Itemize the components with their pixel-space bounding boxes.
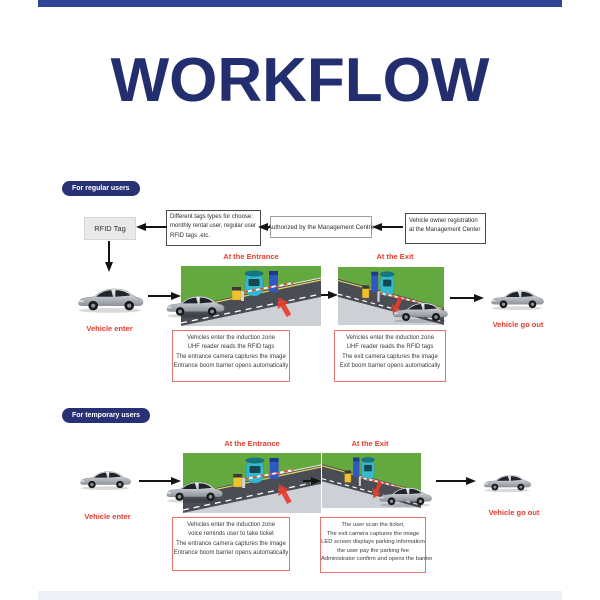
step-line: The user scan the ticket, [341,522,405,528]
section-label-regular: For regular users [62,181,140,196]
arrow-left-icon [258,223,270,231]
entrance-steps-box: Vehicles enter the induction zone UHF re… [172,330,290,382]
step-line: Entrance boom barrier opens automaticall… [173,549,289,556]
step-line: UHF reader reads the RFID tags [346,344,434,351]
registration-line: Vehicle owner registration [409,218,478,224]
step-line: Vehicles enter the induction zone [186,335,276,341]
step-line: Entrance boom barrier opens automaticall… [173,362,289,369]
step-line: Vehicles enter the induction zone [186,522,276,528]
step-line: The entrance camera captures the image [176,540,286,547]
tag-types-line: RFID tags .etc. [170,232,211,239]
vehicle-car-image [390,298,450,324]
step-line: The exit camera captures the image [326,530,420,537]
vehicle-car-image [376,483,434,508]
page-title: WORKFLOW [110,46,490,115]
top-accent-bar [38,0,562,7]
registration-box: Vehicle owner registration at the Manage… [405,213,486,244]
registration-line: at the Management Center [409,227,481,234]
step-line: the user pay the parking fee [337,547,409,554]
step-line: LED screen displays parking information [321,539,425,546]
vehicle-car-image [77,467,133,491]
tag-types-box: Different tags types for choose: monthly… [166,210,261,246]
step-line: Exit boom barrier opens automatically [339,362,441,369]
entrance-steps-box: Vehicles enter the induction zone voice … [172,517,290,571]
exit-label: At the Exit [376,252,414,261]
arrow-right-icon [450,294,484,302]
arrow-left-icon [372,223,403,231]
rfid-tag-box: RFID Tag [84,217,136,240]
entrance-label: At the Entrance [223,252,279,261]
authorized-box: Authorized by the Management Centre [268,216,374,238]
entrance-label: At the Entrance [224,439,280,448]
vehicle-go-out-label: Vehicle go out [492,320,544,329]
section-label-temporary: For temporary users [62,408,151,423]
vehicle-car-image [481,471,533,493]
vehicle-car-image [488,286,546,311]
tag-types-line: monthly rental user, regular user [170,223,257,230]
arrow-right-icon [436,477,476,485]
vehicle-car-image [74,283,146,314]
arrow-right-icon [139,477,181,485]
exit-label: At the Exit [351,439,389,448]
step-line: Vehicles enter the induction zone [345,335,435,341]
exit-steps-box: The user scan the ticket, The exit camer… [320,517,433,573]
step-line: The exit camera captures the image [342,353,438,360]
arrow-right-icon [321,291,338,299]
vehicle-enter-label: Vehicle enter [84,512,131,521]
bottom-accent-bar [38,591,562,600]
vehicle-go-out-label: Vehicle go out [488,508,540,517]
step-line: UHF reader reads the RFID tags [187,344,275,351]
vehicle-enter-label: Vehicle enter [86,324,133,333]
arrow-right-icon [148,292,181,300]
exit-steps-box: Vehicles enter the induction zone UHF re… [334,330,446,382]
step-line: The entrance camera captures the image [176,353,286,360]
arrow-right-icon [303,477,321,485]
tag-types-line: Different tags types for choose: [170,214,253,220]
step-line: Administrator confirm and opens the barr… [321,556,433,563]
arrow-down-icon [105,241,113,272]
arrow-left-icon [136,223,167,231]
step-line: voice reminds user to take ticket [188,531,274,538]
